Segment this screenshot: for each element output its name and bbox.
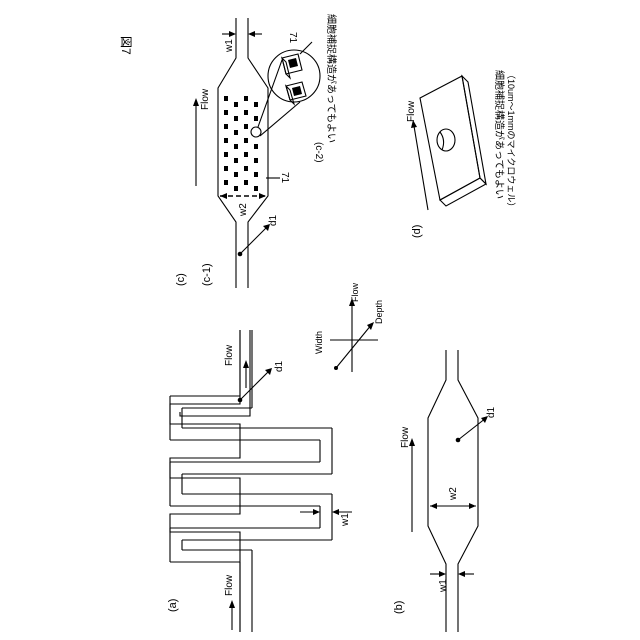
flow-arrowhead-out-a bbox=[243, 360, 249, 368]
part-71-label-bottom: 71 bbox=[279, 172, 290, 184]
w1-arrowhead-right-b bbox=[458, 571, 465, 577]
axis-width-label: Width bbox=[314, 331, 324, 354]
c2-label: (c-2) bbox=[313, 142, 324, 163]
w2-label-b: w2 bbox=[448, 487, 459, 501]
w1-arrowhead-left-b bbox=[439, 571, 446, 577]
microwell-hole-shade bbox=[440, 132, 444, 150]
d1-arrow-c bbox=[240, 226, 268, 254]
microwell-block-end bbox=[462, 76, 486, 184]
flow-label-in-a: Flow bbox=[224, 574, 235, 596]
w1-label-a: w1 bbox=[340, 513, 351, 527]
w1-label-c: w1 bbox=[224, 39, 235, 53]
panel-c: 71 71 細胞補捉構造があってもよい (c-2) w1 Flow w2 d1 … bbox=[175, 14, 338, 288]
w1-arrowhead-right-a bbox=[332, 509, 339, 515]
axis-origin-dot bbox=[334, 366, 338, 370]
magnifier-line-top bbox=[258, 60, 282, 127]
flow-arrow-d bbox=[414, 126, 428, 210]
d-capture-note: 細胞補捉構造があってもよい bbox=[493, 70, 506, 199]
capture-column-3 bbox=[244, 96, 248, 185]
panel-b: Flow w2 d1 w1 (b) bbox=[393, 350, 497, 632]
w2-arrowhead-right-b bbox=[469, 503, 476, 509]
d1-label-b: d1 bbox=[486, 406, 497, 418]
magnifier-line-bottom bbox=[260, 102, 300, 136]
flow-label-d: Flow bbox=[406, 100, 417, 122]
capture-column-4 bbox=[254, 102, 258, 191]
panel-label-a: (a) bbox=[167, 599, 179, 612]
d1-arrow-a bbox=[240, 370, 270, 400]
panel-label-d: (d) bbox=[411, 225, 423, 238]
d-microwell-note: （10um～1mmのマイクロウェル） bbox=[506, 70, 516, 211]
part-71-leader-top bbox=[300, 42, 312, 54]
flow-arrowhead-in-a bbox=[229, 600, 235, 608]
w2-arrowhead-left-b bbox=[430, 503, 437, 509]
panel-label-b: (b) bbox=[393, 601, 405, 614]
c-capture-note: 細胞補捉構造があってもよい bbox=[325, 14, 338, 143]
panel-a: Flow Flow d1 w1 (a) bbox=[167, 330, 352, 632]
serpentine-walls bbox=[170, 330, 332, 632]
w2-arrowhead-right-c bbox=[259, 193, 266, 199]
w1-arrowhead-left-a bbox=[313, 509, 320, 515]
flow-arrowhead-c bbox=[193, 98, 199, 106]
w2-arrowhead-left-c bbox=[220, 193, 227, 199]
d1-label-c: d1 bbox=[268, 214, 279, 226]
w2-label-c: w2 bbox=[238, 203, 249, 217]
flow-label-out-a: Flow bbox=[224, 344, 235, 366]
axis-flow-label: Flow bbox=[350, 282, 360, 302]
capture-column-2 bbox=[234, 102, 238, 191]
w1-arrowhead-left-c bbox=[229, 31, 236, 37]
axis-depth-line bbox=[336, 324, 372, 368]
capture-column-1 bbox=[224, 96, 228, 185]
panel-label-c: (c) bbox=[175, 273, 187, 286]
part-71-label-top: 71 bbox=[287, 32, 298, 44]
capture-highlight-circle bbox=[251, 127, 261, 137]
w1-arrowhead-right-c bbox=[248, 31, 255, 37]
c1-label: (c-1) bbox=[201, 263, 213, 286]
d1-label-a: d1 bbox=[274, 360, 285, 372]
capture-structure-detail bbox=[282, 54, 306, 104]
channel-b-right-wall bbox=[458, 350, 478, 632]
axes-indicator: Flow Depth Width bbox=[314, 282, 384, 372]
w1-label-b: w1 bbox=[438, 579, 449, 593]
microwell-block-top bbox=[420, 76, 480, 200]
axis-depth-label: Depth bbox=[374, 300, 384, 324]
flow-label-b: Flow bbox=[400, 426, 411, 448]
flow-label-c: Flow bbox=[200, 88, 211, 110]
channel-c-right-wall bbox=[248, 18, 268, 288]
figure-title: 図7 bbox=[119, 36, 133, 55]
d1-arrow-b bbox=[458, 418, 486, 440]
panel-d: Flow 細胞補捉構造があってもよい （10um～1mmのマイクロウェル） (d… bbox=[406, 70, 516, 238]
capture-structure-array bbox=[224, 96, 258, 191]
microwell-block-side bbox=[440, 178, 486, 206]
